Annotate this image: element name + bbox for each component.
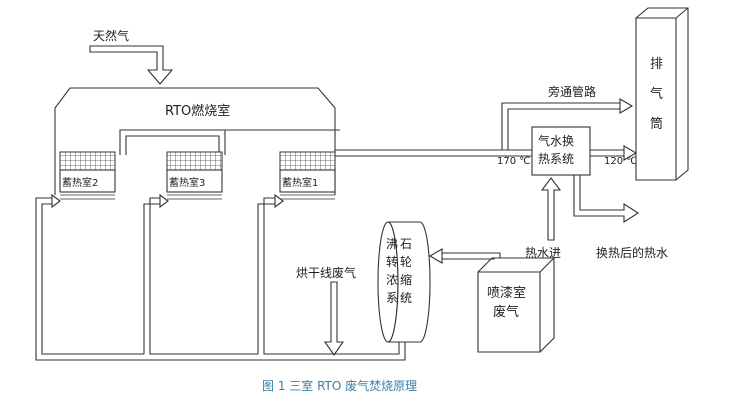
outlet-arrowhead xyxy=(623,145,638,161)
duct-loop-left-inner xyxy=(125,135,220,155)
temp-in-label: 170 ℃ xyxy=(497,156,531,167)
zeolite-char-3: 转 xyxy=(386,254,398,269)
chimney-char-2: 气 xyxy=(650,86,663,102)
temp-out-label: 120 ℃ xyxy=(604,156,638,167)
natural-gas-label: 天然气 xyxy=(93,28,129,43)
paint-exhaust-arrowhead xyxy=(428,248,443,264)
regen-1-box xyxy=(279,169,336,193)
duct-loop-left xyxy=(119,129,226,155)
gas-water-heat-exchanger xyxy=(531,126,591,176)
zeolite-char-4: 轮 xyxy=(400,255,412,269)
hot-water-out-arrow xyxy=(573,174,640,224)
rto-chamber-label: RTO燃烧室 xyxy=(165,103,230,119)
bypass-label: 旁通管路 xyxy=(548,84,596,99)
zeolite-char-5: 浓 xyxy=(386,273,398,287)
bottom-return-duct xyxy=(35,197,406,361)
bypass-arrowhead xyxy=(619,98,634,114)
hot-water-in-arrow xyxy=(540,177,562,241)
chimney-char-1: 排 xyxy=(650,57,663,72)
zeolite-char-7: 系 xyxy=(386,291,398,305)
regen-2-label: 蓄热室2 xyxy=(62,176,98,189)
hot-water-in-label: 热水进 xyxy=(525,246,561,260)
hot-water-out-label: 换热后的热水 xyxy=(596,245,668,260)
exhaust-chimney xyxy=(635,7,689,181)
regen-3-box xyxy=(166,169,223,193)
paint-exhaust-pipe-inner xyxy=(440,258,495,260)
regen-1-label: 蓄热室1 xyxy=(282,176,318,189)
regen-3-label: 蓄热室3 xyxy=(169,176,205,189)
zeolite-char-8: 统 xyxy=(400,291,412,305)
zeolite-char-2: 石 xyxy=(400,237,412,251)
inlet-arrow-regen-2 xyxy=(51,193,61,209)
regen-1-media xyxy=(279,151,336,171)
drying-exhaust-label: 烘干线废气 xyxy=(296,265,356,280)
zeolite-char-6: 缩 xyxy=(400,272,412,287)
chimney-char-3: 筒 xyxy=(650,116,663,132)
regen-2-box xyxy=(59,169,116,193)
figure-caption: 图 1 三室 RTO 废气焚烧原理 xyxy=(262,378,417,393)
natural-gas-arrow xyxy=(89,45,174,85)
bypass-pipe xyxy=(501,102,620,150)
inlet-arrow-regen-1 xyxy=(274,193,284,209)
regen-2-media xyxy=(59,151,116,171)
zeolite-char-1: 沸 xyxy=(386,237,398,251)
drying-exhaust-arrow xyxy=(323,281,345,356)
zeolite-rotor-concentrator xyxy=(377,221,431,343)
regen-floors xyxy=(60,194,335,200)
exchanger-label-line1: 气水换 xyxy=(538,133,574,148)
inlet-arrow-regen-3 xyxy=(159,193,169,209)
paint-room-label-line2: 废气 xyxy=(493,304,519,320)
paint-exhaust-pipe xyxy=(440,252,501,258)
bypass-pipe-inner xyxy=(507,108,620,150)
paint-room-box xyxy=(477,257,555,353)
exchanger-label-line2: 热系统 xyxy=(538,152,574,166)
paint-room-label-line1: 喷漆室 xyxy=(487,285,526,301)
regen-3-media xyxy=(166,151,223,171)
